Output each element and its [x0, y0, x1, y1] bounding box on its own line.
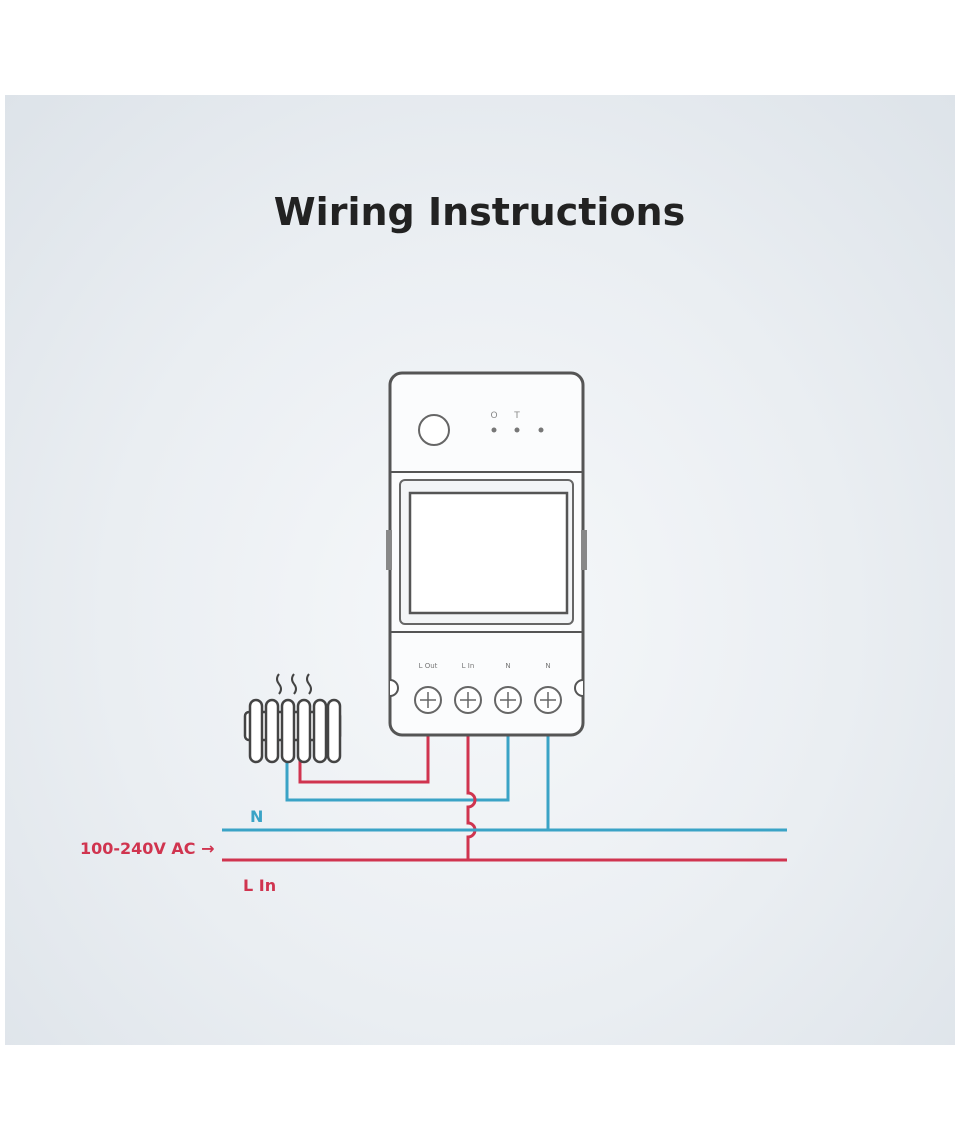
voltage-label: 100-240V AC →: [80, 839, 215, 858]
neutral-label: N: [250, 807, 263, 826]
terminal-label: L Out: [419, 662, 438, 670]
power-button-icon: [418, 414, 450, 446]
load-neutral-wire: [285, 735, 510, 802]
load-live-wire: [298, 735, 430, 784]
heater-icon: [243, 673, 342, 764]
live-in-wire: [466, 735, 477, 860]
terminal-label: L In: [462, 662, 475, 670]
smart-switch-device: O T L Out L In N N: [386, 371, 587, 737]
terminal-label: N: [545, 662, 550, 670]
live-in-label: L In: [243, 876, 276, 895]
led-label: T: [513, 411, 520, 421]
led-label: O: [490, 411, 497, 421]
page-title: Wiring Instructions: [273, 190, 686, 234]
display-screen: [408, 491, 569, 615]
terminal-label: N: [505, 662, 510, 670]
